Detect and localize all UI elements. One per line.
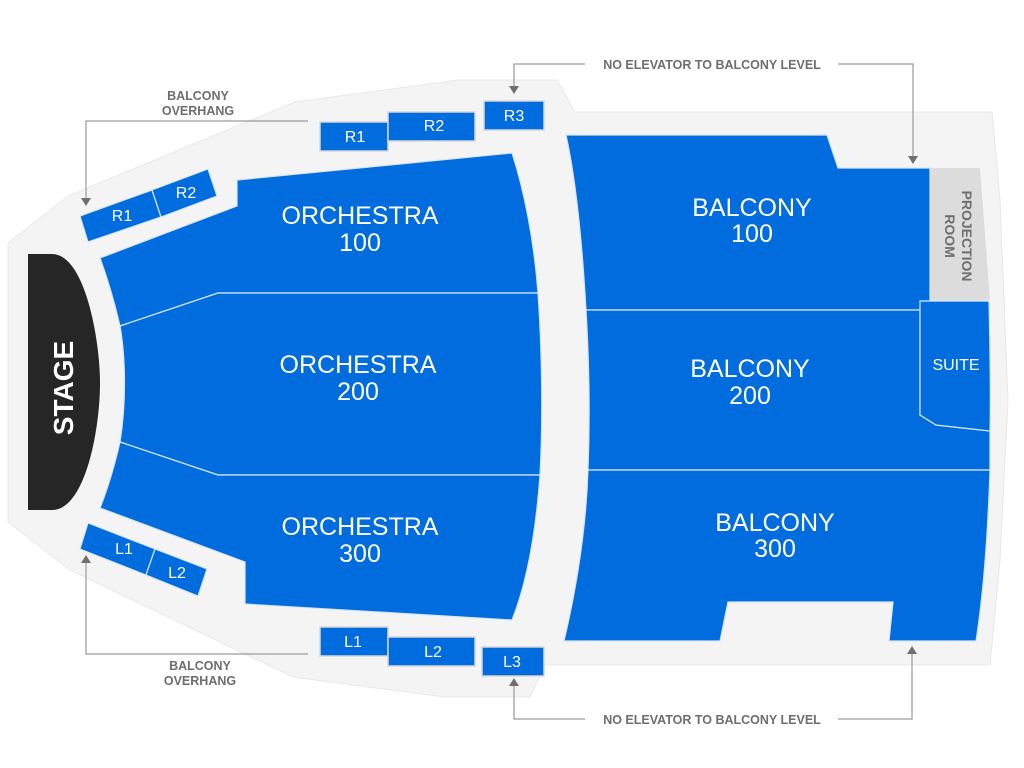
box-r1-lower-label: R1: [112, 208, 133, 225]
suite-label: SUITE: [932, 357, 979, 374]
projection-room: [930, 168, 990, 300]
overhang-bottom-arrow-icon: [81, 555, 91, 563]
overhang-top-line2: OVERHANG: [162, 104, 234, 118]
box-r2-upper[interactable]: [387, 111, 476, 142]
box-l2-lower-label: L2: [168, 565, 186, 582]
overhang-top-leader: [85, 120, 308, 198]
box-l3-upper[interactable]: [481, 646, 545, 677]
orchestra-100-number: 100: [339, 229, 381, 257]
box-l1-lower-label: L1: [115, 541, 133, 558]
orchestra-100-name: ORCHESTRA: [282, 202, 439, 230]
stage-label: STAGE: [48, 341, 79, 435]
projection-room-line1: PROJECTION: [959, 190, 975, 281]
elevator-bottom-note: NO ELEVATOR TO BALCONY LEVEL: [603, 713, 821, 727]
elevator-top-arrow-right-icon: [908, 156, 918, 164]
box-r2-lower[interactable]: [151, 168, 218, 218]
section-orchestra-200[interactable]: [119, 292, 543, 476]
overhang-bottom-leader: [85, 563, 308, 655]
elevator-bottom-leader-right: [838, 654, 913, 720]
elevator-top-note: NO ELEVATOR TO BALCONY LEVEL: [603, 58, 821, 72]
box-l3-upper-label: L3: [503, 654, 521, 671]
projection-room-line2: ROOM: [942, 214, 958, 258]
orchestra-200-number: 200: [337, 378, 379, 406]
box-r2-upper-label: R2: [424, 118, 445, 135]
box-r3-upper[interactable]: [483, 100, 545, 131]
orchestra-300-number: 300: [339, 540, 381, 568]
section-orchestra-100[interactable]: [99, 152, 539, 327]
section-balcony-300[interactable]: [563, 469, 991, 642]
section-suite[interactable]: [919, 300, 992, 432]
elevator-top-arrow-left-icon: [509, 86, 519, 94]
overhang-top-line1: BALCONY: [167, 89, 229, 103]
balcony-300-name: BALCONY: [715, 509, 835, 537]
overhang-top-arrow-icon: [81, 198, 91, 206]
elevator-top-leader-right: [838, 63, 914, 156]
balcony-100-number: 100: [731, 220, 773, 248]
orchestra-300-name: ORCHESTRA: [282, 513, 439, 541]
box-l2-lower[interactable]: [145, 548, 208, 597]
overhang-bottom-line2: OVERHANG: [164, 674, 236, 688]
section-orchestra-300[interactable]: [99, 441, 541, 621]
box-l1-upper-label: L1: [344, 634, 362, 651]
box-r2-lower-label: R2: [176, 185, 197, 202]
section-balcony-100[interactable]: [565, 134, 931, 311]
balcony-100-name: BALCONY: [692, 194, 812, 222]
orchestra-200-name: ORCHESTRA: [280, 351, 437, 379]
box-l2-upper[interactable]: [387, 636, 476, 667]
box-l2-upper-label: L2: [424, 644, 442, 661]
overhang-bottom-line1: BALCONY: [169, 659, 231, 673]
elevator-bottom-arrow-left-icon: [509, 678, 519, 686]
balcony-200-name: BALCONY: [690, 355, 810, 383]
elevator-bottom-arrow-right-icon: [907, 646, 917, 654]
elevator-top-leader-left: [513, 63, 585, 86]
elevator-bottom-leader-left: [513, 686, 585, 720]
box-r3-upper-label: R3: [504, 108, 525, 125]
box-r1-upper-label: R1: [345, 129, 366, 146]
stage: [28, 254, 100, 510]
balcony-200-number: 200: [729, 382, 771, 410]
balcony-300-number: 300: [754, 535, 796, 563]
